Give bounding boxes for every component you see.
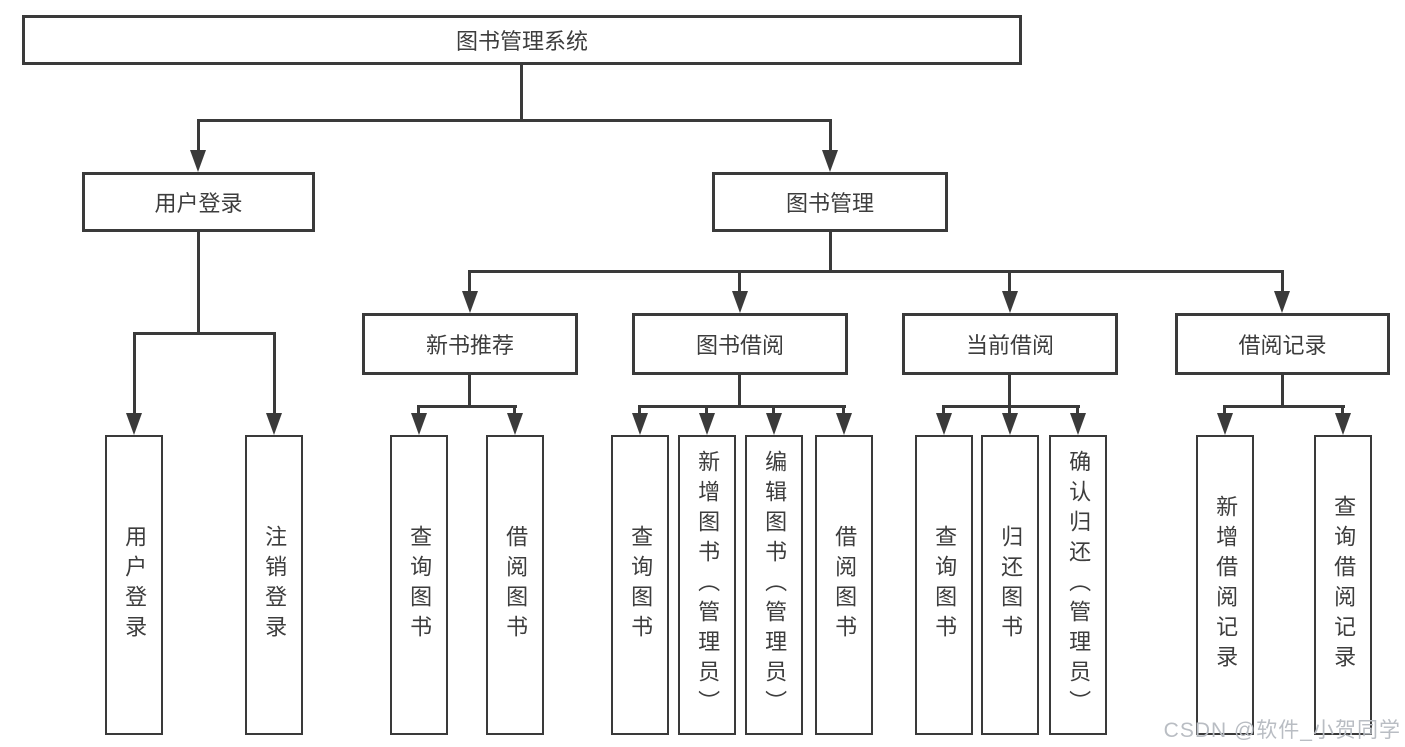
connector-line <box>417 405 517 408</box>
leaf-query-books-borrow: 查询图书 <box>611 435 669 735</box>
connector-line <box>1281 270 1284 294</box>
connector-line <box>638 405 641 417</box>
arrowhead-down-icon <box>507 413 523 435</box>
node-book-borrow: 图书借阅 <box>632 313 848 375</box>
leaf-add-books-admin: 新增图书（管理员） <box>678 435 736 735</box>
connector-line <box>842 405 845 417</box>
leaf-query-books-current: 查询图书 <box>915 435 973 735</box>
node-current-borrow: 当前借阅 <box>902 313 1118 375</box>
leaf-label: 新增图书（管理员） <box>695 450 721 720</box>
arrowhead-down-icon <box>266 413 282 435</box>
node-book-borrow-label: 图书借阅 <box>695 333 784 358</box>
arrowhead-down-icon <box>190 150 206 172</box>
connector-line <box>942 405 1080 408</box>
connector-line <box>772 405 775 417</box>
leaf-add-borrow-record: 新增借阅记录 <box>1196 435 1254 735</box>
connector-line <box>513 405 516 417</box>
leaf-query-books-recommend: 查询图书 <box>390 435 448 735</box>
leaf-label: 新增借阅记录 <box>1213 495 1239 675</box>
leaf-borrow-books-recommend: 借阅图书 <box>486 435 544 735</box>
node-borrow-records-label: 借阅记录 <box>1238 333 1327 358</box>
leaf-label: 注销登录 <box>262 525 288 645</box>
arrowhead-down-icon <box>1335 413 1351 435</box>
leaf-label: 查询图书 <box>407 525 433 645</box>
connector-line <box>417 405 420 417</box>
connector-line <box>1281 375 1284 408</box>
arrowhead-down-icon <box>1002 291 1018 313</box>
arrowhead-down-icon <box>836 413 852 435</box>
connector-line <box>520 65 523 121</box>
connector-line <box>705 405 708 417</box>
connector-line <box>1008 375 1011 408</box>
node-book-management-label: 图书管理 <box>785 191 874 216</box>
leaf-user-login: 用户登录 <box>105 435 163 735</box>
arrowhead-down-icon <box>822 150 838 172</box>
connector-line <box>829 119 832 155</box>
leaf-logout: 注销登录 <box>245 435 303 735</box>
node-book-management: 图书管理 <box>712 172 948 232</box>
connector-line <box>133 332 136 417</box>
leaf-borrow-books: 借阅图书 <box>815 435 873 735</box>
leaf-label: 查询图书 <box>628 525 654 645</box>
arrowhead-down-icon <box>632 413 648 435</box>
connector-line <box>1008 405 1011 417</box>
arrowhead-down-icon <box>1002 413 1018 435</box>
node-new-book-recommend: 新书推荐 <box>362 313 578 375</box>
leaf-label: 查询借阅记录 <box>1331 495 1357 675</box>
arrowhead-down-icon <box>462 291 478 313</box>
connector-line <box>273 332 276 417</box>
arrowhead-down-icon <box>766 413 782 435</box>
arrowhead-down-icon <box>936 413 952 435</box>
leaf-query-borrow-record: 查询借阅记录 <box>1314 435 1372 735</box>
connector-line <box>197 232 200 335</box>
arrowhead-down-icon <box>126 413 142 435</box>
leaf-label: 编辑图书（管理员） <box>762 450 788 720</box>
node-root: 图书管理系统 <box>22 15 1022 65</box>
connector-line <box>133 332 276 335</box>
leaf-confirm-return-admin: 确认归还（管理员） <box>1049 435 1107 735</box>
connector-line <box>468 270 1284 273</box>
watermark: CSDN @软件_小贺同学 <box>1163 719 1401 742</box>
connector-line <box>738 270 741 294</box>
connector-line <box>468 270 471 294</box>
leaf-label: 确认归还（管理员） <box>1066 450 1092 720</box>
arrowhead-down-icon <box>732 291 748 313</box>
node-new-book-recommend-label: 新书推荐 <box>425 333 514 358</box>
node-user-login: 用户登录 <box>82 172 315 232</box>
leaf-edit-books-admin: 编辑图书（管理员） <box>745 435 803 735</box>
connector-line <box>1076 405 1079 417</box>
connector-line <box>468 375 471 408</box>
leaf-label: 借阅图书 <box>503 525 529 645</box>
node-current-borrow-label: 当前借阅 <box>965 333 1054 358</box>
connector-line <box>1008 270 1011 294</box>
connector-line <box>738 375 741 408</box>
connector-line <box>1341 405 1344 417</box>
connector-line <box>829 232 832 273</box>
arrowhead-down-icon <box>411 413 427 435</box>
node-user-login-label: 用户登录 <box>154 191 243 216</box>
node-root-label: 图书管理系统 <box>455 29 588 54</box>
leaf-label: 查询图书 <box>932 525 958 645</box>
connector-line <box>197 119 200 155</box>
node-borrow-records: 借阅记录 <box>1175 313 1390 375</box>
arrowhead-down-icon <box>1070 413 1086 435</box>
arrowhead-down-icon <box>1217 413 1233 435</box>
leaf-label: 用户登录 <box>122 525 148 645</box>
connector-line <box>638 405 846 408</box>
arrowhead-down-icon <box>699 413 715 435</box>
connector-line <box>942 405 945 417</box>
connector-line <box>1223 405 1226 417</box>
leaf-label: 归还图书 <box>998 525 1024 645</box>
leaf-return-books: 归还图书 <box>981 435 1039 735</box>
arrowhead-down-icon <box>1274 291 1290 313</box>
leaf-label: 借阅图书 <box>832 525 858 645</box>
connector-line <box>197 119 832 122</box>
connector-line <box>1223 405 1345 408</box>
